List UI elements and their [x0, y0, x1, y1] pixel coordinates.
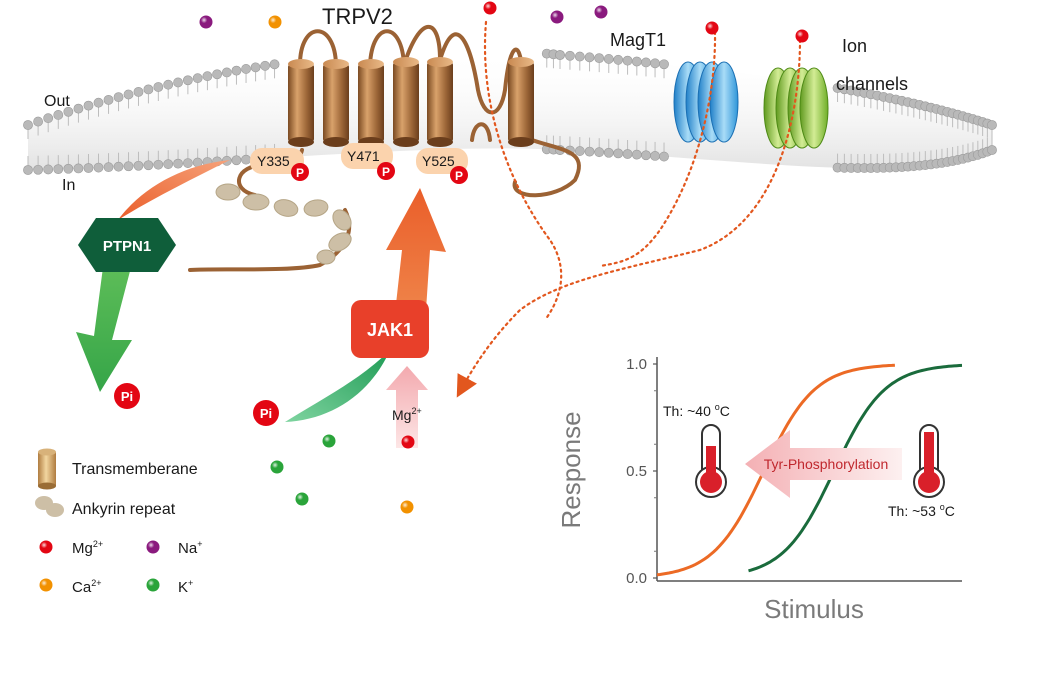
legend: Transmemberane Ankyrin repeat Mg2+ Na+ C… — [35, 448, 202, 596]
pi-consumed: Pi — [253, 400, 279, 426]
tyr-phosphorylation-shift-arrow — [745, 430, 902, 498]
p-badge: P — [382, 165, 390, 179]
jak1-label: JAK1 — [367, 320, 413, 340]
legend-ankyrin-swatch — [35, 496, 64, 517]
response-chart: 0.0 0.5 1.0 Response Stimulus Tyr-Phosphor… — [556, 356, 963, 624]
pi-released-left: Pi — [114, 383, 140, 409]
site-y335-label: Y335 — [257, 153, 290, 169]
ptpn1-label: PTPN1 — [103, 238, 151, 255]
svg-text:Pi: Pi — [121, 389, 133, 404]
trpv2-loops — [188, 25, 581, 272]
ptpn1-swoosh — [118, 160, 230, 220]
jak1-enzyme: JAK1 — [351, 300, 429, 358]
mg-influx-label: Mg2+ — [392, 406, 422, 423]
dephosphorylation-arrow — [76, 252, 135, 392]
th-low-label: Th: ~40 oC — [663, 402, 730, 419]
trpv2-helices — [288, 57, 534, 147]
ion-channel — [763, 67, 829, 149]
y-tick-label: 0.5 — [626, 463, 647, 480]
legend-na-label: Na+ — [178, 539, 202, 557]
p-badge: P — [296, 166, 304, 180]
ankyrin-repeats — [215, 183, 352, 265]
site-y525-label: Y525 — [422, 153, 455, 169]
mg-influx-paths — [456, 20, 802, 398]
legend-k-label: K+ — [178, 578, 193, 596]
ion-channels-label-line2: channels — [836, 74, 908, 94]
y-tick-label: 1.0 — [626, 356, 647, 373]
p-badge: P — [455, 169, 463, 183]
y-tick-label: 0.0 — [626, 570, 647, 587]
thermometer-icon — [913, 424, 945, 498]
ion-channels-label-line1: Ion — [842, 36, 867, 56]
site-y335: Y335 P — [250, 148, 309, 181]
trpv2-title: TRPV2 — [322, 4, 393, 29]
y-axis-label: Response — [556, 411, 586, 528]
legend-transmembrane-swatch — [38, 448, 56, 490]
legend-mg-label: Mg2+ — [72, 539, 103, 557]
y-ticks: 0.0 0.5 1.0 — [626, 356, 657, 587]
site-y471: Y471 P — [341, 143, 395, 180]
mg-upward-arrow — [386, 366, 428, 448]
th-high-label: Th: ~53 oC — [888, 502, 955, 519]
out-label: Out — [44, 93, 70, 110]
jak1-swoosh — [285, 350, 390, 422]
site-y525: Y525 P — [416, 148, 468, 184]
magt1-label: MagT1 — [610, 30, 666, 50]
thermometer-icon — [695, 424, 727, 498]
legend-ankyrin-label: Ankyrin repeat — [72, 501, 176, 518]
free-ions — [39, 1, 809, 592]
in-label: In — [62, 177, 75, 194]
legend-transmembrane-label: Transmemberane — [72, 461, 198, 478]
basal-curve — [748, 363, 963, 573]
shift-label: Tyr-Phosphorylation — [764, 456, 889, 472]
site-y471-label: Y471 — [347, 148, 380, 164]
magt1-channel — [673, 61, 739, 143]
x-axis-label: Stimulus — [764, 594, 864, 624]
legend-ca-label: Ca2+ — [72, 578, 101, 596]
svg-text:Pi: Pi — [260, 406, 272, 421]
ptpn1-enzyme: PTPN1 — [78, 218, 176, 272]
